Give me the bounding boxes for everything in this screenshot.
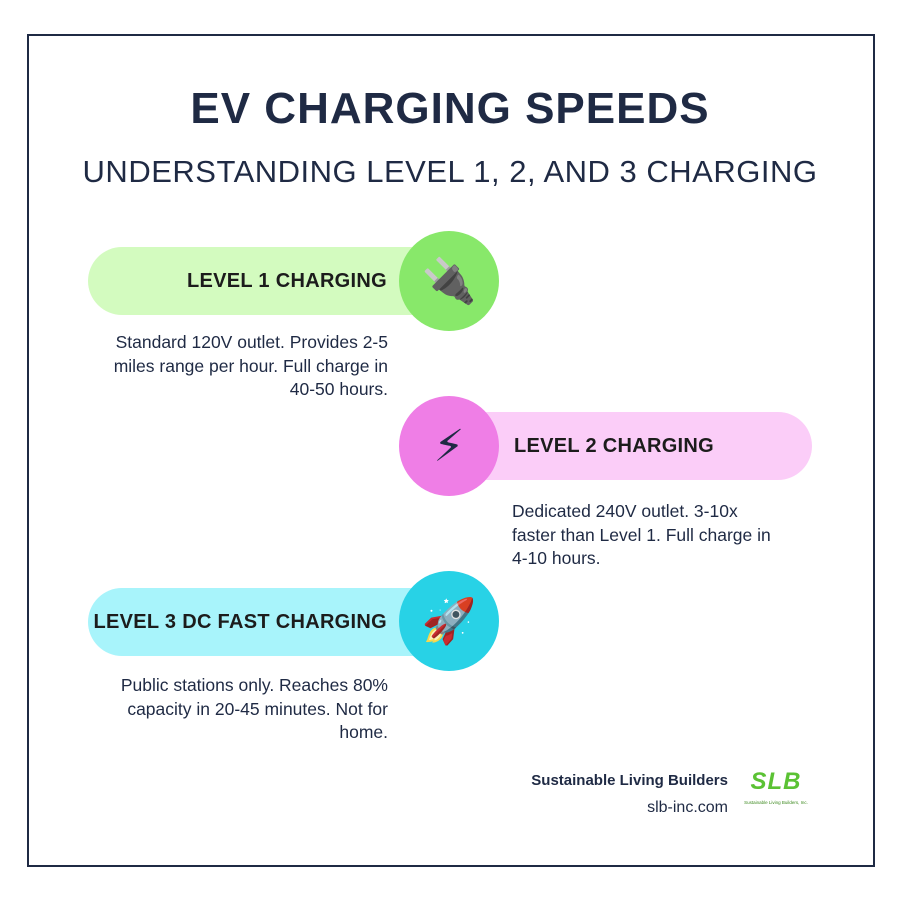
lightning-bolt-icon: ⚡ xyxy=(399,396,499,496)
frame-border xyxy=(27,34,875,867)
page-subtitle: UNDERSTANDING LEVEL 1, 2, AND 3 CHARGING xyxy=(82,154,818,189)
level-1-description: Standard 120V outlet. Provides 2-5 miles… xyxy=(113,332,388,399)
logo-subtext: Sustainable Living Builders, Inc. xyxy=(744,800,808,805)
level-2-label: LEVEL 2 CHARGING xyxy=(514,434,715,457)
page-title: EV CHARGING SPEEDS xyxy=(190,84,710,133)
company-website[interactable]: slb-inc.com xyxy=(647,799,728,816)
level-1-label: LEVEL 1 CHARGING xyxy=(186,269,387,292)
company-logo: SLB Sustainable Living Builders, Inc. xyxy=(740,768,812,806)
company-name: Sustainable Living Builders xyxy=(531,772,728,789)
rocket-icon: 🚀 xyxy=(399,571,499,671)
level-3-label: LEVEL 3 DC FAST CHARGING xyxy=(93,610,387,633)
electric-plug-icon: 🔌 xyxy=(399,231,499,331)
level-3-description: Public stations only. Reaches 80% capaci… xyxy=(120,675,388,742)
logo-text: SLB xyxy=(750,768,802,795)
level-2-description: Dedicated 240V outlet. 3-10x faster than… xyxy=(512,501,771,568)
